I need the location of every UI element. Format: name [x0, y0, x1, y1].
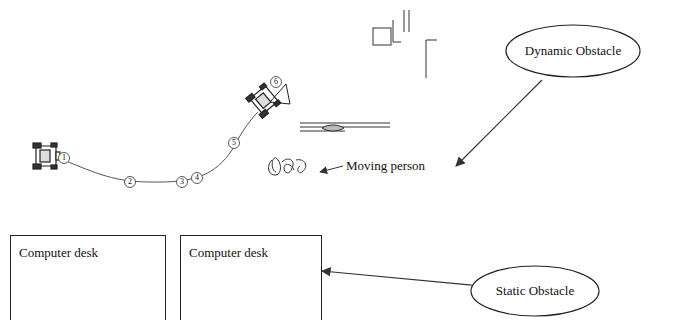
- leader-arrow: [320, 166, 343, 172]
- obstacle-ellipse: Dynamic Obstacle: [505, 24, 641, 78]
- callout-number: 1: [58, 152, 70, 164]
- annotation-label: Moving person: [346, 158, 425, 174]
- ellipse-outline: [506, 25, 640, 77]
- callout-circle: [59, 153, 70, 164]
- obstacle-ellipse: Static Obstacle: [470, 265, 600, 317]
- node-label: Static Obstacle: [496, 283, 574, 299]
- callout-number: 5: [228, 137, 240, 149]
- robot-start: [33, 143, 60, 169]
- callout-circle: [177, 177, 188, 188]
- pointer-arrow: [322, 271, 472, 285]
- node-label: Computer desk: [189, 245, 313, 261]
- leader-arrow: [456, 80, 542, 166]
- desk-box: Computer desk: [180, 235, 322, 320]
- table-lines: [300, 123, 390, 131]
- callout-circle: [229, 138, 240, 149]
- callout-number: 2: [124, 176, 136, 188]
- callout-circle: [271, 77, 282, 88]
- callout-number: 3: [176, 176, 188, 188]
- callout-number: 4: [191, 172, 203, 184]
- node-label: Computer desk: [19, 245, 157, 261]
- callout-number: 6: [270, 76, 282, 88]
- callout-circle: [125, 177, 136, 188]
- static-clutter: [373, 10, 437, 78]
- desk-box: Computer desk: [10, 235, 166, 320]
- robot-end: [246, 83, 281, 118]
- moving-person: [269, 158, 306, 175]
- robot-path: [58, 112, 258, 182]
- ellipse-outline: [471, 266, 599, 316]
- node-label: Dynamic Obstacle: [525, 43, 621, 59]
- callout-circle: [192, 173, 203, 184]
